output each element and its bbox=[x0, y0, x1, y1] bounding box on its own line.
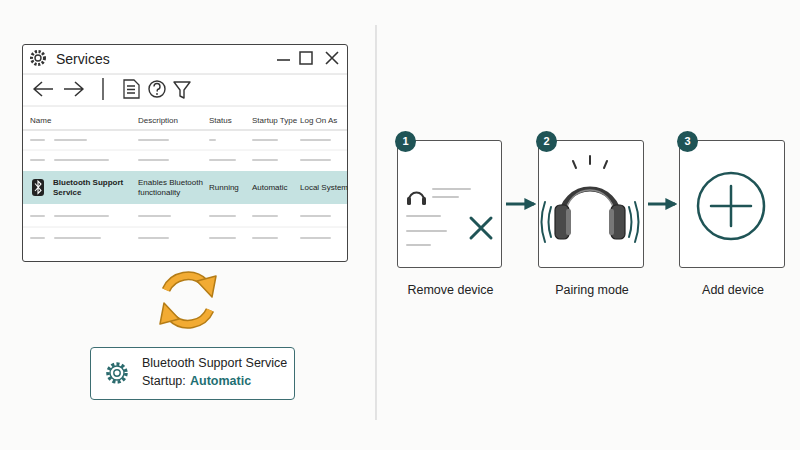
table-cell: Enables Bluetooth functionality bbox=[138, 178, 204, 198]
startup-label: Startup: bbox=[142, 374, 186, 389]
service-card: Bluetooth Support ServiceStartup: Automat… bbox=[90, 347, 295, 400]
number-circle bbox=[395, 131, 416, 152]
table-cell: Local System bbox=[300, 183, 348, 193]
flow-arrow bbox=[506, 203, 534, 206]
number-circle bbox=[536, 131, 557, 152]
section-divider bbox=[375, 25, 376, 420]
column-header: Startup Type bbox=[252, 116, 297, 126]
step-label: Pairing mode bbox=[529, 283, 655, 298]
window-title: Services bbox=[56, 51, 110, 68]
column-header: Description bbox=[138, 116, 178, 126]
table-cell: Automatic bbox=[252, 183, 288, 193]
service-name: Bluetooth Support Service bbox=[142, 356, 287, 371]
refresh-arc bbox=[171, 310, 210, 324]
refresh-arc bbox=[166, 276, 205, 290]
step-label: Add device bbox=[670, 283, 796, 298]
step-number: 1 bbox=[395, 131, 416, 152]
step-label: Remove device bbox=[388, 283, 513, 298]
refresh-arrowhead bbox=[197, 276, 216, 297]
column-header: Status bbox=[209, 116, 232, 126]
refresh-arrowhead bbox=[160, 303, 179, 324]
step-box: Add device bbox=[679, 140, 785, 268]
step-number-text: 1 bbox=[395, 131, 416, 152]
number-circle bbox=[677, 131, 698, 152]
refresh-arc-outline bbox=[166, 276, 205, 290]
flow-arrow bbox=[648, 203, 675, 206]
refresh-arc-outline bbox=[171, 310, 210, 324]
column-header: Name bbox=[30, 116, 51, 126]
step-box: Pairing mode bbox=[538, 140, 644, 268]
step-number: 2 bbox=[536, 131, 557, 152]
table-cell: Bluetooth Support Service bbox=[53, 178, 125, 198]
startup-value: Automatic bbox=[190, 374, 251, 389]
column-header: Log On As bbox=[300, 116, 337, 126]
step-number: 3 bbox=[677, 131, 698, 152]
window-frame: Services bbox=[22, 44, 348, 262]
step-number-text: 3 bbox=[677, 131, 698, 152]
step-box: Remove device bbox=[397, 140, 502, 268]
step-number-text: 2 bbox=[536, 131, 557, 152]
table-cell: Running bbox=[209, 183, 239, 193]
